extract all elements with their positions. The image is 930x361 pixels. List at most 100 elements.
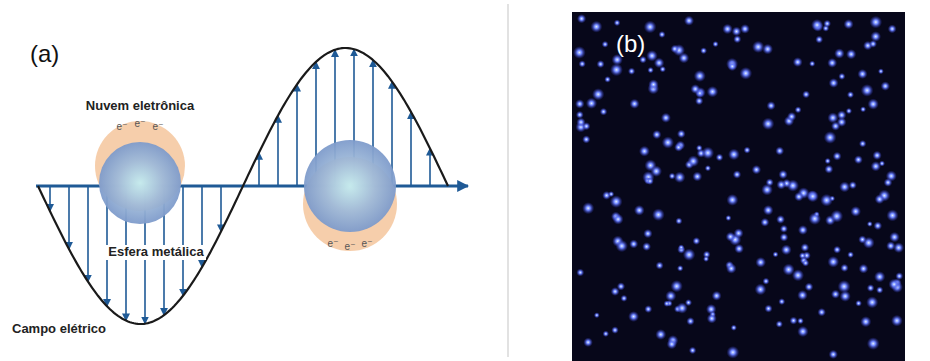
nanoparticle-dot (734, 244, 744, 254)
nanoparticle-dot (665, 290, 676, 301)
nanoparticle-dot (793, 57, 803, 67)
nanoparticle-dot (867, 221, 873, 227)
nanoparticle-dot (629, 99, 639, 109)
nanoparticle-dot (683, 248, 696, 261)
nanoparticle-dot (859, 264, 869, 274)
nanoparticle-dot (576, 269, 584, 277)
nanoparticle-dot (834, 48, 845, 59)
nanoparticle-dot (846, 49, 856, 59)
nanoparticle-dot (732, 27, 742, 37)
nanoparticle-dot (687, 155, 699, 167)
nanoparticle-dot (646, 50, 658, 62)
nanoparticle-dot (827, 256, 839, 268)
nanoparticle-dot (594, 312, 600, 318)
nanoparticle-dot (602, 41, 609, 48)
nanoparticle-dot (655, 329, 666, 340)
nanoparticle-dot (858, 235, 866, 243)
nanoparticle-dot (739, 67, 752, 80)
nanoparticle-dot (617, 282, 625, 290)
nanoparticle-dot (761, 184, 773, 196)
nanoparticle-dot (686, 317, 694, 325)
nanoparticle-dot (712, 41, 718, 47)
nanoparticle-dot (592, 88, 604, 100)
nanoparticle-dot (871, 161, 881, 171)
field-arrow (410, 112, 412, 186)
nanoparticle-dot (752, 41, 764, 53)
nanoparticle-dot (647, 67, 654, 74)
nanoparticle-dot (776, 320, 783, 327)
nanoparticle-dot (886, 241, 895, 250)
field-arrow (87, 186, 89, 282)
nanoparticle-dot (867, 284, 875, 292)
nanoparticle-dot (855, 300, 862, 307)
nanoparticle-dot (829, 350, 838, 359)
electric-field-wave (38, 48, 448, 324)
nanoparticle-dot (789, 317, 797, 325)
nanoparticle-dot (597, 60, 605, 68)
nanoparticle-dot (733, 35, 741, 43)
nanoparticle-dot (755, 284, 767, 296)
nanoparticle-dot (685, 299, 692, 306)
nanoparticle-dot (744, 147, 751, 154)
nanoparticle-dot (669, 173, 676, 180)
nanoparticle-dot (577, 14, 586, 23)
nanoparticle-dot (839, 181, 850, 192)
nanoparticle-dot (667, 339, 677, 349)
metal-sphere (99, 142, 181, 224)
nanoparticle-dot (726, 194, 738, 206)
electron-symbol: e⁻ (345, 241, 356, 253)
nanoparticle-dot (639, 146, 650, 157)
nanoparticle-dot (840, 264, 848, 272)
nanoparticle-dot (604, 76, 611, 83)
nanoparticle-dot (652, 130, 661, 139)
nanoparticle-dot (679, 53, 690, 64)
nanoparticle-dot (620, 295, 627, 302)
nanoparticle-dot (614, 19, 621, 26)
nanoparticle-dot (801, 243, 810, 252)
nanoparticle-dot (847, 91, 854, 98)
nanoparticle-dot (830, 210, 843, 223)
nanoparticle-dot (727, 346, 740, 359)
nanoparticle-dot (873, 221, 882, 230)
nanoparticle-dot (716, 154, 724, 162)
nanoparticle-dot (815, 36, 823, 44)
nanoparticle-dot (776, 215, 785, 224)
nanoparticle-dot (760, 218, 769, 227)
nanoparticle-dot (575, 99, 585, 109)
field-arrow (296, 84, 298, 186)
nanoparticle-dot (780, 225, 788, 233)
nanoparticle-dot (833, 152, 842, 161)
nanoparticle-dot (726, 263, 737, 274)
nanoparticle-dot (787, 112, 796, 121)
nanoparticle-dot (881, 81, 891, 91)
nanoparticle-dot (833, 246, 841, 254)
nanoparticle-dot (869, 40, 877, 48)
nanoparticle-dot (707, 86, 719, 98)
nanoparticle-dot (854, 155, 863, 164)
nanoparticle-dot (611, 326, 619, 334)
nanoparticle-dot (752, 165, 762, 175)
nanoparticle-dot (817, 308, 826, 317)
nanoparticle-dot (844, 19, 854, 29)
nanoparticle-dot (728, 149, 740, 161)
nanoparticle-dot (600, 108, 608, 116)
nanoparticle-dot (582, 135, 590, 143)
nanoparticle-dot (797, 318, 804, 325)
nanoparticle-dot (610, 63, 623, 76)
nanoparticle-dot (695, 97, 703, 105)
nanoparticle-dot (824, 165, 833, 174)
nanoparticle-dot (583, 338, 593, 348)
nanoparticle-dot (733, 170, 742, 179)
nanoparticle-dot (692, 172, 702, 182)
nanoparticle-dot (827, 58, 837, 68)
nanoparticle-dot (846, 108, 852, 114)
nanoparticle-dot (781, 244, 792, 255)
nanoparticle-dot (829, 78, 839, 88)
nanoparticle-dot (652, 208, 665, 221)
nanoparticle-dot (825, 158, 831, 164)
nanoparticle-dot (878, 68, 884, 74)
nanoparticle-dot (659, 66, 666, 73)
nanoparticle-dot (860, 316, 871, 327)
nanoparticle-dot (876, 286, 883, 293)
panel-label: (a) (30, 40, 59, 68)
